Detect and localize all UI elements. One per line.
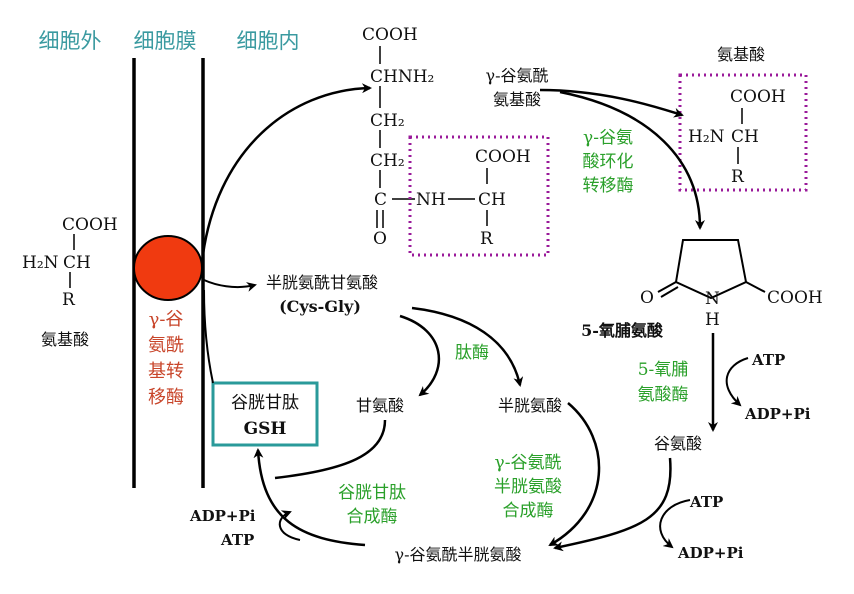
gsh-box	[211, 381, 319, 447]
structure-c: C	[374, 190, 387, 210]
arrow-cysteine-to-gamma-glu-cys	[548, 402, 601, 547]
oxoproline-n: N	[705, 289, 720, 309]
released-aa-r: R	[731, 167, 745, 187]
glutamate-label: 谷氨酸	[654, 434, 702, 453]
structure-r: R	[480, 229, 494, 249]
arrow-to-glycine	[399, 314, 441, 397]
transferase-line-4: 移酶	[148, 387, 184, 408]
cysteine-label: 半胱氨酸	[498, 396, 562, 415]
arrow-to-released-aa	[539, 88, 684, 118]
oxoproline-h: H	[705, 310, 720, 330]
arrow-to-gamma-glu-aa	[200, 83, 372, 263]
transferase-line-2: 氨酰	[148, 335, 184, 356]
transferase-line-1: γ-谷	[149, 309, 184, 330]
outside-aa-r: R	[62, 290, 76, 310]
gamma-glu-aa-line-2: 氨基酸	[493, 90, 541, 109]
transferase-line-3: 基转	[148, 361, 184, 382]
cys-gly-name: 半胱氨酰甘氨酸	[266, 273, 378, 292]
arrow-glutamate-to-gamma-glu-cys	[553, 457, 672, 552]
structure-nh: NH	[416, 190, 446, 210]
gcl-line-1: γ-谷氨酰	[495, 453, 562, 473]
structure-ch2-b: CH₂	[370, 151, 405, 171]
released-aa-name: 氨基酸	[717, 45, 765, 64]
transporter-circle	[133, 235, 203, 301]
gss-line-1: 谷胱甘肽	[338, 483, 406, 503]
arrow-to-oxoproline	[559, 90, 705, 230]
structure-cooh: COOH	[362, 25, 418, 45]
arrow-to-cys-gly	[203, 279, 257, 292]
gamma-glu-aa-line-1: γ-谷氨酰	[486, 66, 549, 85]
gcl-line-3: 合成酶	[503, 501, 554, 521]
atp-side-arrow-3	[278, 510, 301, 541]
arrow-gamma-glu-cys-to-gsh	[253, 448, 366, 547]
cys-gly-abbrev: (Cys-Gly)	[279, 297, 361, 316]
cyclotransferase-line-3: 转移酶	[583, 176, 634, 196]
region-inside-label: 细胞内	[237, 29, 300, 53]
gss-line-2: 合成酶	[347, 507, 398, 527]
cyclotransferase-line-1: γ-谷氨	[583, 128, 633, 148]
atp-3: ATP	[220, 531, 254, 549]
structure-dotted-box	[408, 135, 550, 257]
gsh-name: 谷胱甘肽	[231, 393, 299, 413]
gcl-line-2: 半胱氨酸	[494, 477, 562, 497]
structure-o: O	[373, 229, 387, 249]
oxoproline-structure: O N H COOH 5-氧脯氨酸	[581, 239, 823, 340]
oxoprolinase-line-1: 5-氧脯	[638, 360, 689, 380]
atp-1: ATP	[751, 351, 785, 369]
structure-ch: CH	[478, 190, 506, 210]
outside-aa-ch: CH	[63, 253, 91, 273]
outside-aa-cooh: COOH	[62, 215, 118, 235]
oxoproline-cooh: COOH	[767, 288, 823, 308]
cyclotransferase-line-2: 酸环化	[583, 152, 634, 172]
atp-2: ATP	[689, 493, 723, 511]
oxoproline-name: 5-氧脯氨酸	[581, 321, 664, 340]
released-aa-cooh: COOH	[730, 87, 786, 107]
atp-side-arrow-2	[659, 499, 691, 549]
transferase-label: γ-谷 氨酰 基转 移酶	[148, 309, 184, 408]
structure-cooh2: COOH	[475, 147, 531, 167]
oxoprolinase-line-2: 氨酸酶	[638, 385, 689, 405]
outside-aa-name: 氨基酸	[41, 330, 89, 349]
released-aa-ch: CH	[731, 127, 759, 147]
gamma-glu-cys-label: γ-谷氨酰半胱氨酸	[395, 545, 522, 564]
adp-1: ADP+Pi	[744, 405, 811, 423]
gamma-glu-aa-structure: COOH CHNH₂ CH₂ CH₂ C O NH CH COOH R	[362, 25, 550, 257]
gsh-to-transporter-line	[203, 289, 214, 384]
arrow-to-cysteine	[411, 306, 524, 387]
peptidase-label: 肽酶	[455, 343, 489, 363]
outside-aa-h2n: H₂N	[22, 253, 59, 273]
region-membrane-label: 细胞膜	[134, 29, 197, 53]
atp-side-arrow-1	[725, 357, 749, 407]
oxoproline-o: O	[640, 288, 654, 308]
glycine-to-gsh-line	[274, 419, 387, 480]
region-outside-label: 细胞外	[39, 29, 102, 53]
outside-amino-acid: COOH H₂N CH R 氨基酸	[22, 215, 118, 349]
structure-chnh2: CHNH₂	[370, 67, 434, 87]
gsh-abbrev: GSH	[244, 419, 287, 439]
glycine-label: 甘氨酸	[356, 396, 404, 415]
adp-3: ADP+Pi	[189, 507, 256, 525]
adp-2: ADP+Pi	[677, 544, 744, 562]
structure-ch2-a: CH₂	[370, 111, 405, 131]
released-aa-h2n: H₂N	[688, 127, 725, 147]
